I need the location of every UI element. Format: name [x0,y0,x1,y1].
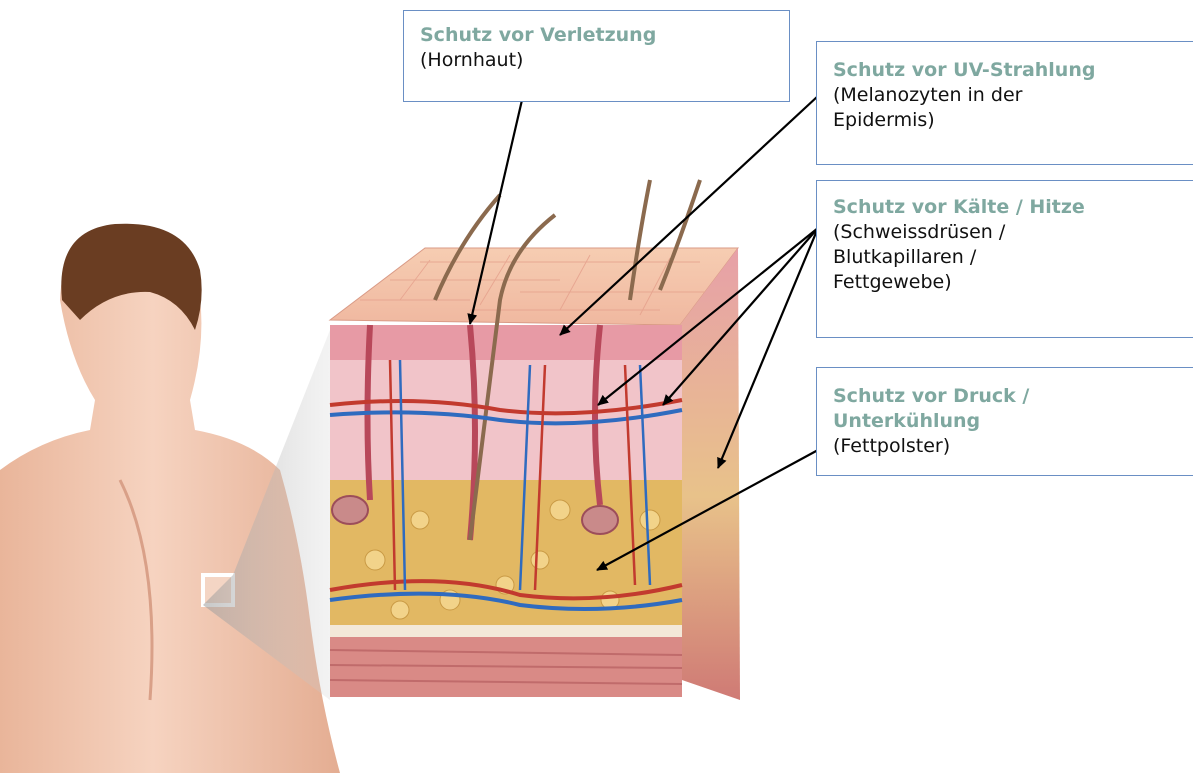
label-uv-title: Schutz vor UV-Strahlung [833,58,1179,83]
epidermis-layer [330,325,682,360]
label-injury-protection: Schutz vor Verletzung (Hornhaut) [403,10,790,102]
label-temperature-protection: Schutz vor Kälte / Hitze (Schweissdrüsen… [816,180,1193,338]
label-pressure-detail: (Fettpolster) [833,435,950,457]
skin-cross-section [330,180,740,700]
label-temperature-detail: (Schweissdrüsen / Blutkapillaren / Fettg… [833,220,1073,295]
label-injury-detail: (Hornhaut) [420,48,775,73]
label-uv-protection: Schutz vor UV-Strahlung (Melanozyten in … [816,41,1193,165]
label-uv-detail: (Melanozyten in der Epidermis) [833,83,1023,133]
label-pressure-protection: Schutz vor Druck / Unterkühlung (Fettpol… [816,367,1193,476]
label-pressure-title: Schutz vor Druck / Unterkühlung [833,384,1063,434]
label-temperature-title: Schutz vor Kälte / Hitze [833,195,1179,220]
label-injury-title: Schutz vor Verletzung [420,23,775,48]
